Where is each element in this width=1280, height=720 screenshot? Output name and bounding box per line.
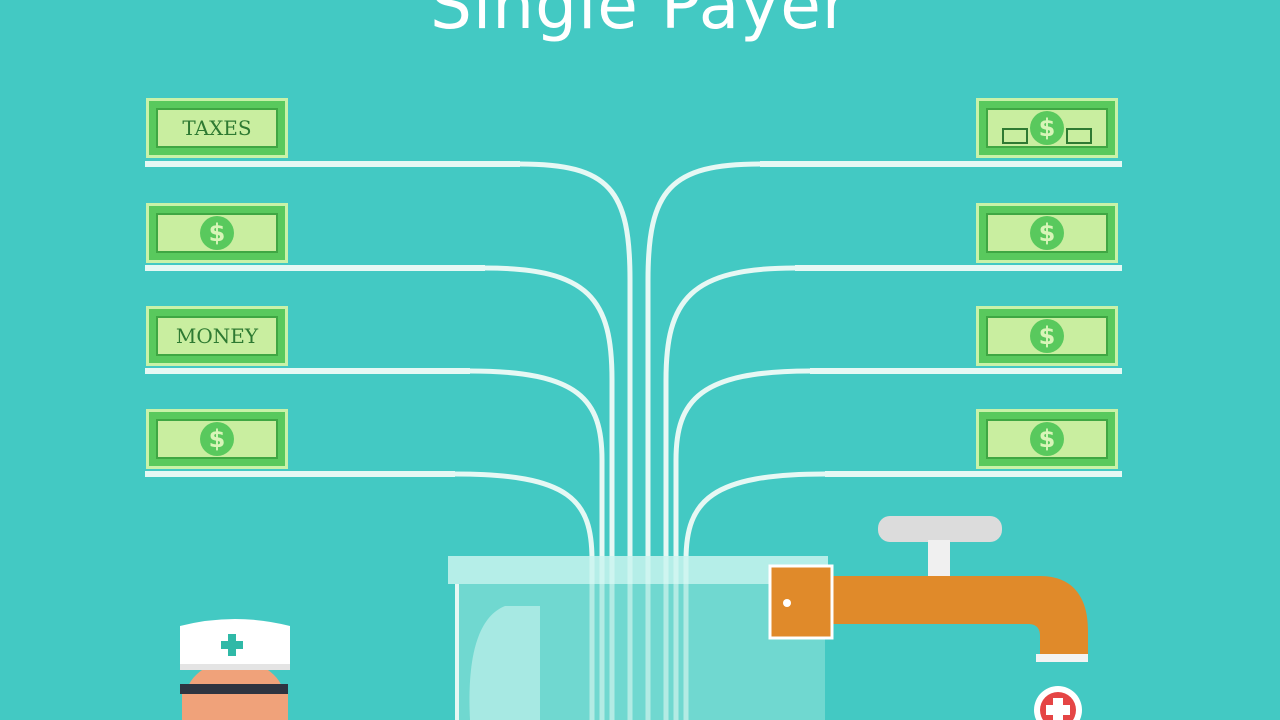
faucet-icon	[768, 516, 1088, 662]
bill-dollar-bar: $	[976, 98, 1118, 158]
bill-taxes: TAXES	[146, 98, 288, 158]
dollar-coin-icon: $	[1030, 216, 1064, 250]
bill-bar-left	[1002, 128, 1028, 144]
doctor-icon	[180, 619, 290, 720]
bill-dollar: $	[146, 203, 288, 263]
bill-dollar: $	[976, 203, 1118, 263]
dollar-coin-icon: $	[200, 422, 234, 456]
tank-icon	[448, 556, 828, 720]
medical-cross-icon	[1034, 686, 1082, 720]
bill-dollar: $	[976, 409, 1118, 469]
pipes	[454, 161, 826, 720]
bill-bar-right	[1066, 128, 1092, 144]
dollar-coin-icon: $	[1030, 319, 1064, 353]
bill-label: TAXES	[182, 116, 252, 140]
bill-dollar: $	[146, 409, 288, 469]
dollar-coin-icon: $	[1030, 111, 1064, 145]
bill-money: MONEY	[146, 306, 288, 366]
page-title: Single Payer	[430, 0, 850, 44]
dollar-coin-icon: $	[200, 216, 234, 250]
dollar-coin-icon: $	[1030, 422, 1064, 456]
bill-dollar: $	[976, 306, 1118, 366]
bill-label: MONEY	[175, 324, 259, 348]
shelf-lines	[145, 161, 1122, 477]
